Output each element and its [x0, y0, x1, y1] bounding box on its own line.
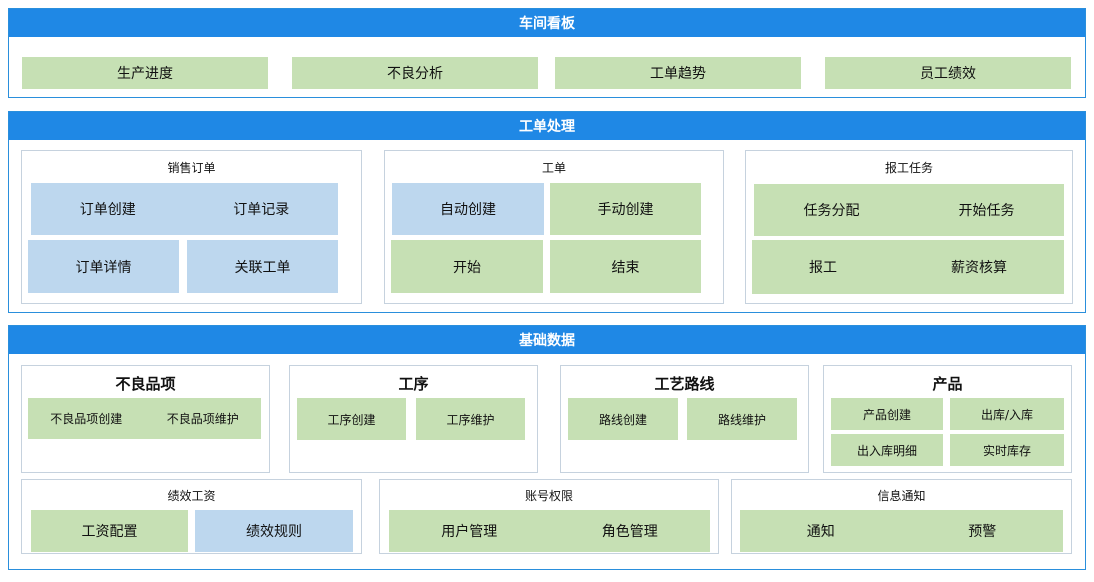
- defect-item-row: 不良品项创建 不良品项维护: [28, 398, 261, 439]
- sales-order-panel: 销售订单 订单创建 订单记录 订单详情 关联工单: [21, 150, 362, 304]
- task-assign-button[interactable]: 任务分配: [803, 203, 860, 219]
- report-task-title: 报工任务: [884, 160, 933, 175]
- process-panel: 工序 工序创建 工序维护: [289, 365, 538, 473]
- production-progress-button[interactable]: 生产进度: [22, 57, 268, 89]
- workshop-title: 车间看板: [9, 9, 1085, 37]
- workshop-section: 车间看板 生产进度 不良分析 工单趋势 员工绩效: [8, 8, 1086, 98]
- alert-button[interactable]: 预警: [968, 524, 997, 540]
- salary-config-button[interactable]: 工资配置: [31, 510, 188, 552]
- defect-item-maintain-button[interactable]: 不良品项维护: [166, 412, 239, 426]
- account-permission-title: 账号权限: [524, 488, 573, 503]
- product-create-button[interactable]: 产品创建: [831, 398, 943, 430]
- notify-button[interactable]: 通知: [806, 524, 835, 540]
- auto-create-button[interactable]: 自动创建: [392, 183, 544, 235]
- inout-stock-button[interactable]: 出库/入库: [950, 398, 1064, 430]
- order-detail-button[interactable]: 订单详情: [28, 240, 179, 293]
- salary-calc-button[interactable]: 薪资核算: [951, 260, 1007, 276]
- performance-salary-panel: 绩效工资 工资配置 绩效规则: [21, 479, 362, 554]
- route-maintain-button[interactable]: 路线维护: [687, 398, 797, 440]
- defect-item-create-button[interactable]: 不良品项创建: [50, 412, 123, 426]
- process-maintain-button[interactable]: 工序维护: [416, 398, 525, 440]
- process-route-title: 工艺路线: [654, 374, 715, 393]
- performance-salary-title: 绩效工资: [167, 488, 216, 503]
- order-processing-title: 工单处理: [9, 112, 1085, 140]
- employee-performance-button[interactable]: 员工绩效: [825, 57, 1071, 89]
- base-data-title: 基础数据: [9, 326, 1085, 354]
- base-data-section: 基础数据 不良品项 不良品项创建 不良品项维护 工序 工序创建 工序维护 工艺路…: [8, 325, 1086, 570]
- start-button[interactable]: 开始: [391, 240, 543, 293]
- workorder-title: 工单: [541, 160, 566, 175]
- end-button[interactable]: 结束: [550, 240, 701, 293]
- order-record-button[interactable]: 订单记录: [233, 202, 290, 218]
- notification-title: 信息通知: [877, 488, 926, 503]
- process-route-panel: 工艺路线 路线创建 路线维护: [560, 365, 809, 473]
- inout-detail-button[interactable]: 出入库明细: [831, 434, 943, 466]
- defect-item-panel: 不良品项 不良品项创建 不良品项维护: [21, 365, 270, 473]
- product-panel: 产品 产品创建 出库/入库 出入库明细 实时库存: [823, 365, 1072, 473]
- notification-panel: 信息通知 通知 预警: [731, 479, 1072, 554]
- workorder-trend-button[interactable]: 工单趋势: [555, 57, 801, 89]
- report-task-bottom-row: 报工 薪资核算: [752, 240, 1064, 294]
- sales-order-title: 销售订单: [167, 160, 216, 175]
- realtime-stock-button[interactable]: 实时库存: [950, 434, 1064, 466]
- account-permission-panel: 账号权限 用户管理 角色管理: [379, 479, 719, 554]
- sales-order-top-row: 订单创建 订单记录: [31, 183, 338, 235]
- manual-create-button[interactable]: 手动创建: [550, 183, 701, 235]
- linked-workorder-button[interactable]: 关联工单: [187, 240, 338, 293]
- report-task-top-row: 任务分配 开始任务: [754, 184, 1064, 236]
- defect-item-title: 不良品项: [115, 374, 176, 393]
- process-create-button[interactable]: 工序创建: [297, 398, 406, 440]
- role-management-button[interactable]: 角色管理: [601, 524, 658, 540]
- workorder-panel: 工单 自动创建 手动创建 开始 结束: [384, 150, 724, 304]
- notification-row: 通知 预警: [740, 510, 1063, 552]
- start-task-button[interactable]: 开始任务: [958, 203, 1015, 219]
- defect-analysis-button[interactable]: 不良分析: [292, 57, 538, 89]
- order-create-button[interactable]: 订单创建: [79, 202, 136, 218]
- order-processing-section: 工单处理 销售订单 订单创建 订单记录 订单详情 关联工单 工单 自动创建 手动…: [8, 111, 1086, 313]
- account-permission-row: 用户管理 角色管理: [389, 510, 710, 552]
- report-work-button[interactable]: 报工: [809, 260, 837, 276]
- performance-rules-button[interactable]: 绩效规则: [195, 510, 353, 552]
- report-task-panel: 报工任务 任务分配 开始任务 报工 薪资核算: [745, 150, 1073, 304]
- route-create-button[interactable]: 路线创建: [568, 398, 678, 440]
- process-title: 工序: [398, 374, 429, 393]
- product-title: 产品: [932, 374, 963, 393]
- user-management-button[interactable]: 用户管理: [441, 524, 498, 540]
